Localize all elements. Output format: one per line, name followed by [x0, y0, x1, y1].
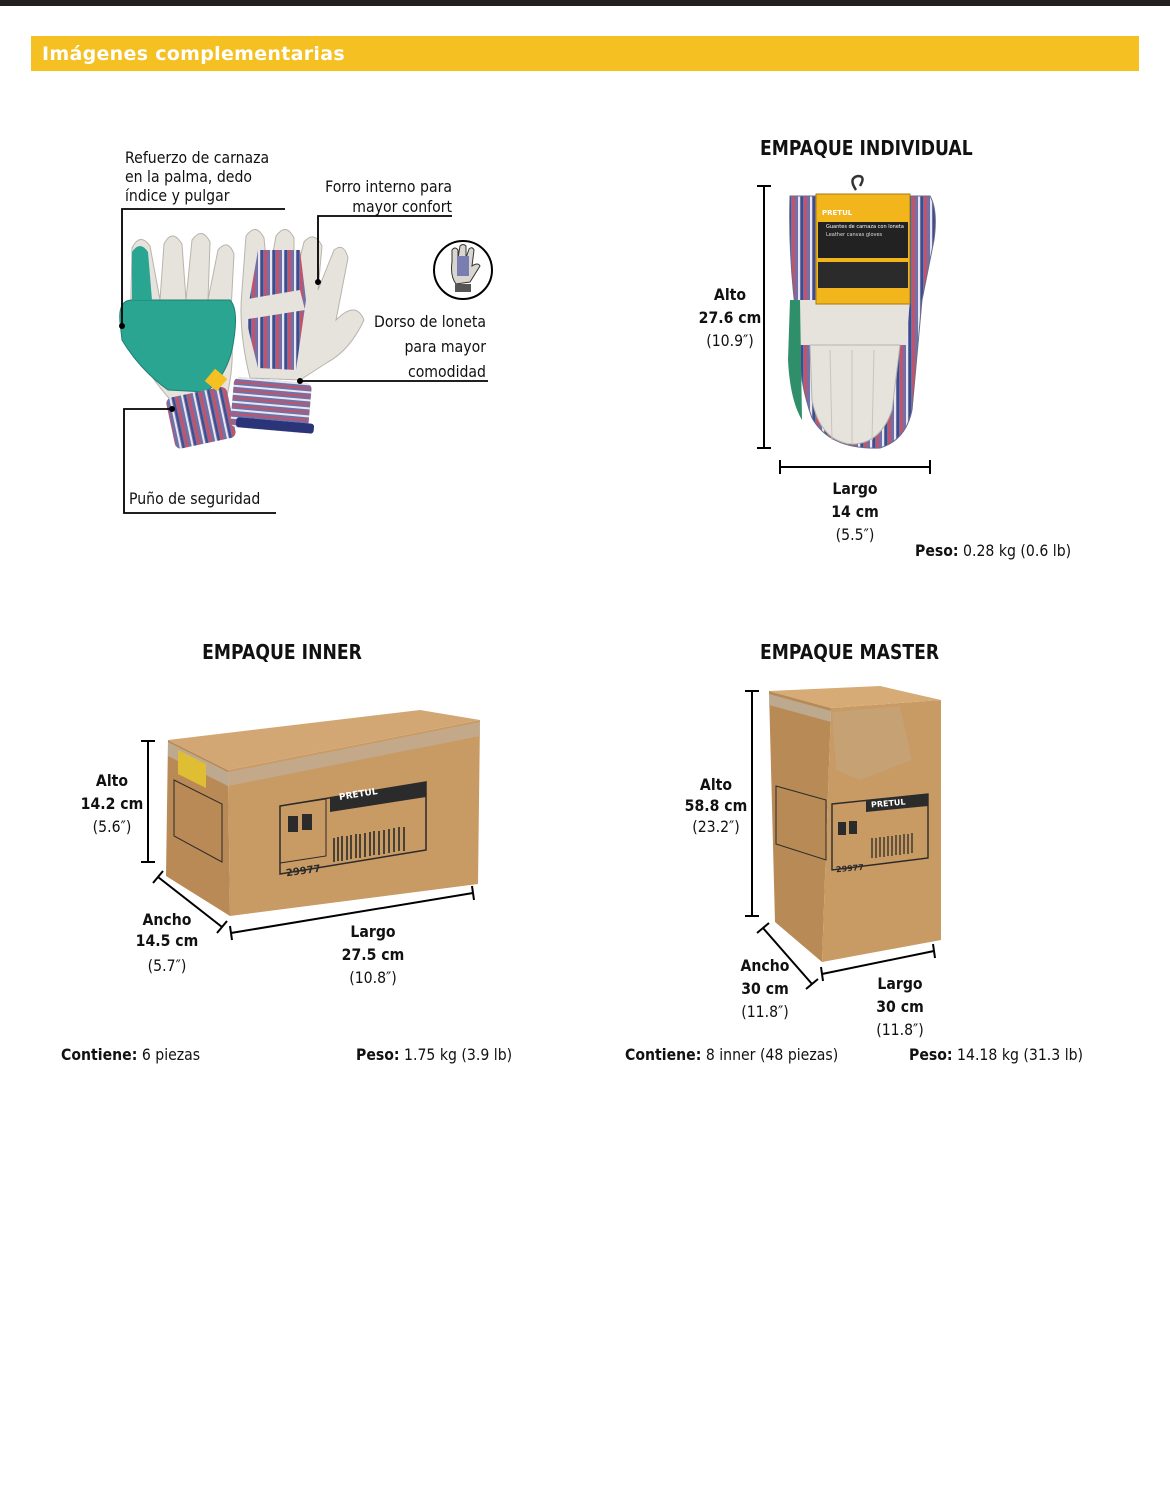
section-title: Imágenes complementarias	[42, 43, 345, 65]
inner-alto: Alto 14.2 cm (5.6″)	[80, 771, 144, 836]
individual-brand: PRETUL	[822, 209, 853, 217]
master-ancho: Ancho 30 cm (11.8″)	[740, 956, 790, 1021]
master-largo: Largo 30 cm (11.8″)	[876, 974, 924, 1039]
inner-ancho: Ancho 14.5 cm (5.7″)	[135, 910, 199, 975]
individual-largo: Largo 14 cm (5.5″)	[831, 479, 879, 544]
master-title: EMPAQUE MASTER	[760, 640, 940, 664]
individual-alto: Alto 27.6 cm (10.9″)	[698, 285, 762, 350]
callout-lining: Forro interno para mayor confort	[325, 177, 452, 216]
glove-back-icon	[433, 240, 493, 300]
inner-dimension-lines	[141, 740, 475, 941]
individual-dimension-lines	[757, 185, 931, 474]
right-glove	[230, 229, 365, 434]
inner-contents: Contiene: 6 piezas	[61, 1045, 201, 1064]
master-dimension-lines	[745, 690, 936, 990]
inner-weight: Peso: 1.75 kg (3.9 lb)	[356, 1045, 513, 1064]
callout-back: Dorso de loneta para mayor comodidad	[373, 312, 486, 381]
top-bar	[0, 0, 1170, 6]
inner-largo: Largo 27.5 cm (10.8″)	[341, 922, 405, 987]
callout-lines	[119, 208, 488, 514]
individual-product-name: Guantes de carnaza con loneta	[826, 224, 904, 230]
individual-product-name-en: Leather canvas gloves	[826, 232, 883, 238]
left-glove	[119, 233, 236, 449]
callout-reinforcement: Refuerzo de carnaza en la palma, dedo ín…	[125, 148, 270, 205]
callout-cuff: Puño de seguridad	[129, 489, 261, 508]
master-weight: Peso: 14.18 kg (31.3 lb)	[909, 1045, 1084, 1064]
section-banner: Imágenes complementarias	[31, 36, 1139, 71]
master-contents: Contiene: 8 inner (48 piezas)	[625, 1045, 839, 1064]
individual-weight: Peso: 0.28 kg (0.6 lb)	[915, 541, 1072, 560]
master-alto: Alto 58.8 cm (23.2″)	[684, 775, 748, 836]
inner-title: EMPAQUE INNER	[202, 640, 362, 664]
